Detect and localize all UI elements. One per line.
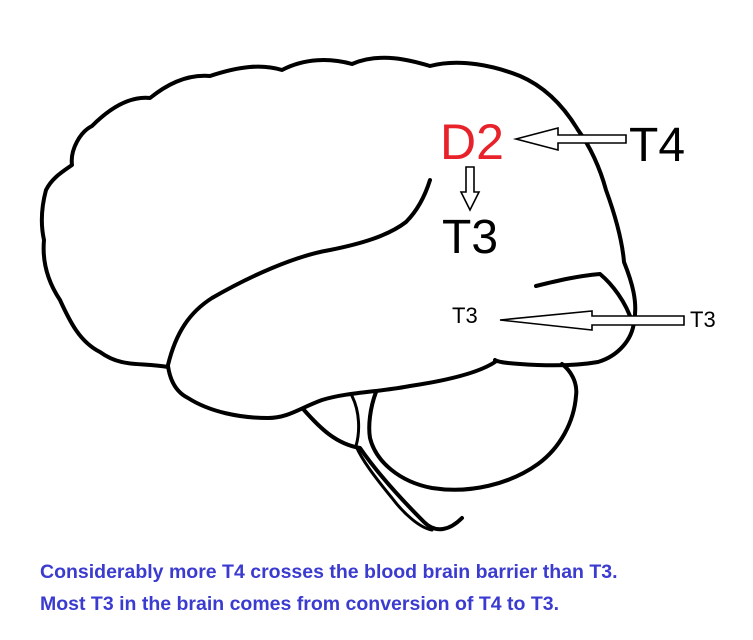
caption-line-2: Most T3 in the brain comes from conversi… [40, 593, 559, 615]
d2-label: D2 [440, 114, 504, 170]
arrow-d2-to-t3 [459, 166, 481, 212]
t3-label-large: T3 [442, 211, 499, 264]
brainstem [302, 408, 464, 532]
brainstem-inner [350, 394, 434, 532]
brain-outline [39, 55, 638, 369]
t3-label-outside: T3 [690, 307, 716, 332]
cerebellum [367, 362, 579, 492]
t3-label-inside: T3 [452, 303, 478, 328]
arrow-t3-entry [499, 310, 685, 331]
caption-line-1: Considerably more T4 crosses the blood b… [40, 561, 618, 583]
lateral-sulcus [166, 178, 432, 367]
temporal-lobe-edge [166, 360, 497, 420]
arrow-t4-to-d2 [512, 126, 627, 152]
occipital-sulcus [534, 272, 634, 324]
t4-label: T4 [629, 119, 686, 172]
